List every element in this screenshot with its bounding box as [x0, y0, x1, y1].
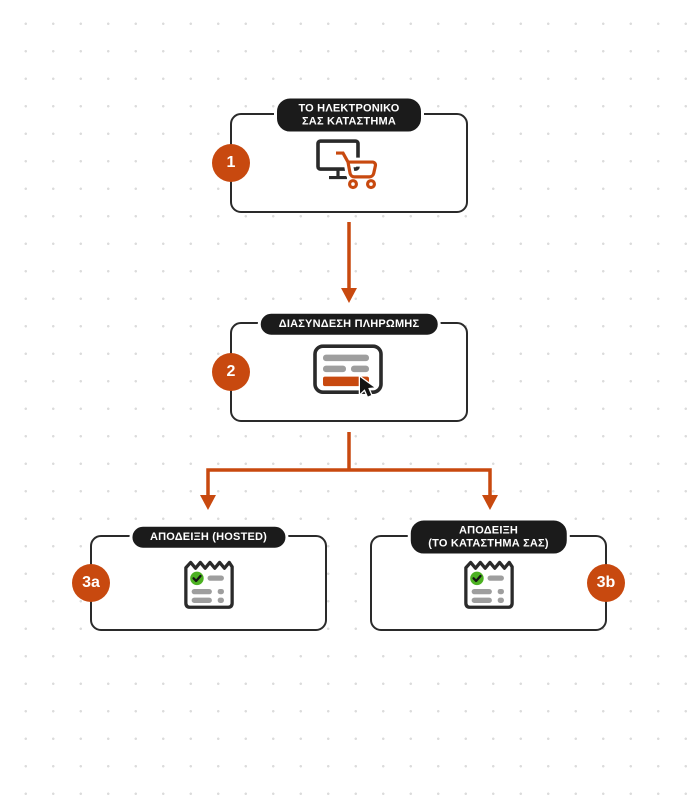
step-badge: 3a — [72, 564, 110, 602]
step-badge: 2 — [212, 353, 250, 391]
node-label-line: ΑΠΟΔΕΙΞΗ — [458, 524, 519, 537]
node-label-line: ΣΑΣ ΚΑΤΑΣΤΗΜΑ — [302, 115, 396, 127]
node-label: ΑΠΟΔΕΙΞΗ (HOSTED) — [128, 523, 289, 551]
flow-node-store: ΤΟ ΗΛΕΚΤΡΟΝΙΚΟ ΣΑΣ ΚΑΤΑΣΤΗΜΑ 1 — [212, 95, 468, 213]
node-label-line: ΤΟ ΗΛΕΚΤΡΟΝΙΚΟ — [298, 102, 400, 115]
node-label-line: ΔΙΑΣΥΝΔΕΣΗ ΠΛΗΡΩΜΗΣ — [278, 317, 420, 330]
node-label: ΤΟ ΗΛΕΚΤΡΟΝΙΚΟ ΣΑΣ ΚΑΤΑΣΤΗΜΑ — [274, 95, 424, 135]
node-label-line: (ΤΟ ΚΑΤΑΣΤΗΜΑ ΣΑΣ) — [428, 537, 549, 549]
node-label: ΑΠΟΔΕΙΞΗ (ΤΟ ΚΑΤΑΣΤΗΜΑ ΣΑΣ) — [407, 517, 570, 557]
flow-node-receipt-merchant: ΑΠΟΔΕΙΞΗ (ΤΟ ΚΑΤΑΣΤΗΜΑ ΣΑΣ) 3b — [370, 517, 625, 631]
arrow-store-to-payment — [341, 222, 357, 303]
cursor-icon — [358, 374, 378, 399]
node-label-line: ΑΠΟΔΕΙΞΗ (HOSTED) — [149, 530, 268, 543]
payment-form-cursor-icon — [313, 344, 383, 399]
step-badge: 3b — [587, 564, 625, 602]
flow-node-receipt-hosted: ΑΠΟΔΕΙΞΗ (HOSTED) 3a — [72, 523, 327, 631]
flow-node-payment-gateway: ΔΙΑΣΥΝΔΕΣΗ ΠΛΗΡΩΜΗΣ 2 — [212, 310, 468, 422]
monitor-cart-icon — [316, 139, 380, 190]
receipt-check-icon — [183, 560, 234, 609]
node-label: ΔΙΑΣΥΝΔΕΣΗ ΠΛΗΡΩΜΗΣ — [257, 310, 441, 338]
step-badge: 1 — [212, 144, 250, 182]
receipt-check-icon — [463, 560, 514, 609]
arrow-payment-to-receipts — [200, 432, 498, 510]
